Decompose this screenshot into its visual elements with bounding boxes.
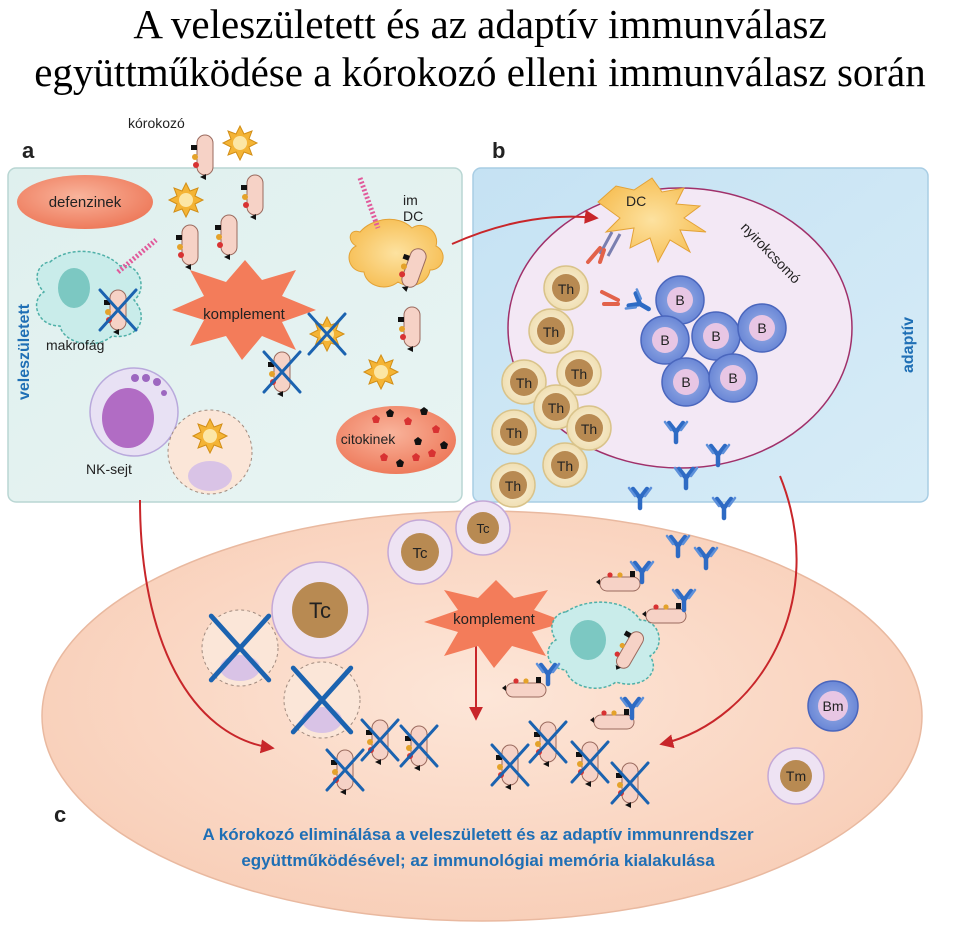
th-cell-label: Th xyxy=(548,400,564,416)
th-cell-label: Th xyxy=(571,366,587,382)
pathogen-virus xyxy=(363,354,399,390)
tc-cell-medium: Tc xyxy=(387,519,453,585)
cytokines-label: citokinek xyxy=(341,431,396,447)
memory-t-cell: Tm xyxy=(767,747,825,805)
dead-infected-cell xyxy=(283,661,361,739)
dc-receptor xyxy=(357,177,381,229)
nk-granule xyxy=(153,378,161,386)
panel-b-side-label: adaptív xyxy=(900,317,917,373)
defensins-blob xyxy=(17,175,153,229)
im-dc-label-2: DC xyxy=(403,208,423,224)
title-line-2: együttműködése a kórokozó elleni immunvá… xyxy=(34,49,926,95)
th-cell-label: Th xyxy=(558,281,574,297)
panel-b-letter: b xyxy=(492,138,505,163)
b-cell-group: B B B B B B xyxy=(640,275,787,407)
panel-c-caption-1: A kórokozó eliminálása a veleszületett é… xyxy=(202,825,754,844)
dc-label: DC xyxy=(626,193,646,209)
memory-b-cell: Bm xyxy=(807,680,859,732)
tlr-receptor xyxy=(116,238,158,274)
th-cell-group: Th Th Th Th Th Th Th Th Th xyxy=(490,265,612,508)
tc-label: Tc xyxy=(413,545,429,562)
th-cell-label: Th xyxy=(543,324,559,340)
complement-label-c: komplement xyxy=(453,611,536,628)
title-line-1: A veleszületett és az adaptív immunválas… xyxy=(133,1,827,47)
cytokine-molecules xyxy=(372,407,448,467)
nk-cell-label: NK-sejt xyxy=(86,461,132,477)
nk-nucleus xyxy=(102,388,154,448)
macrophage-label: makrofág xyxy=(46,337,104,353)
complement-label: komplement xyxy=(203,306,286,323)
im-dc-label-1: im xyxy=(403,192,418,208)
b-cell-label: B xyxy=(675,292,684,308)
tc-label: Tc xyxy=(309,598,331,623)
th-cell-label: Th xyxy=(557,458,573,474)
panel-a-letter: a xyxy=(22,138,35,163)
infected-cell-nucleus xyxy=(188,461,232,491)
nk-granule xyxy=(142,374,150,382)
arrow-dc-to-lymph-node xyxy=(451,209,599,245)
b-cell-label: B xyxy=(660,332,669,348)
b-cell-label: B xyxy=(681,374,690,390)
tc-label: Tc xyxy=(477,521,491,536)
th-cell-label: Th xyxy=(505,478,521,494)
th-cell-label: Th xyxy=(581,421,597,437)
b-cell-label: B xyxy=(728,370,737,386)
macrophage-c-nucleus xyxy=(570,620,606,660)
tc-cell-large: Tc xyxy=(271,561,369,659)
pathogen-virus xyxy=(192,418,228,454)
nk-granule xyxy=(161,390,167,396)
b-cell-label: B xyxy=(711,328,720,344)
cytokines-blob xyxy=(336,406,456,474)
dead-infected-cell xyxy=(201,609,279,687)
bm-label: Bm xyxy=(823,698,844,714)
pathogen-label: kórokozó xyxy=(128,115,185,131)
panel-c-letter: c xyxy=(54,802,66,827)
macrophage-nucleus xyxy=(58,268,90,308)
nk-granule xyxy=(131,374,139,382)
defensins-label: defenzinek xyxy=(49,194,122,211)
tcr-receptor xyxy=(600,290,620,306)
pathogen-virus xyxy=(222,125,258,161)
panel-c-caption-2: együttműködésével; az immunológiai memór… xyxy=(241,851,715,870)
b-cell-label: B xyxy=(757,320,766,336)
th-cell-label: Th xyxy=(506,425,522,441)
complement-burst xyxy=(172,260,316,360)
th-cell-label: Th xyxy=(516,375,532,391)
arrow-innate-to-c xyxy=(139,499,275,754)
tcr-receptor xyxy=(586,246,606,264)
panel-a-side-label: veleszületett xyxy=(16,303,33,400)
tm-label: Tm xyxy=(786,768,806,784)
mature-dc-cell xyxy=(597,177,707,264)
pathogen-virus xyxy=(168,182,204,218)
complement-burst-c xyxy=(424,580,566,668)
tc-cell-small: Tc xyxy=(455,500,511,556)
arrow-adaptive-to-c xyxy=(659,475,798,749)
